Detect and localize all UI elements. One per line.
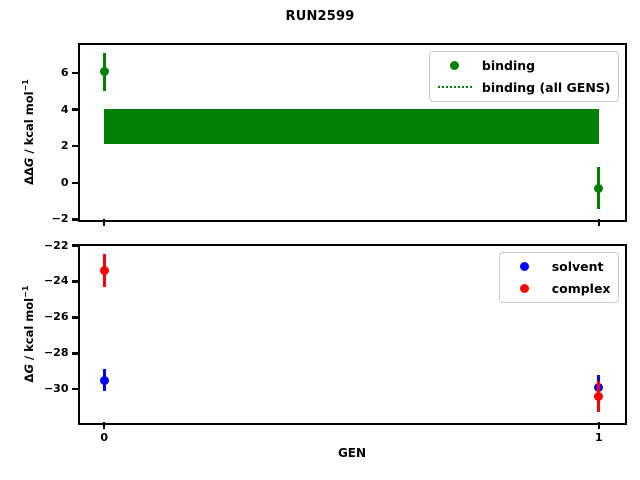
uncertainty-band	[104, 108, 599, 145]
legend-marker-area	[507, 261, 543, 271]
y-tick-label: −26	[43, 310, 69, 324]
legend-item-complex: complex	[507, 280, 611, 297]
legend-item-solvent: solvent	[507, 258, 611, 275]
legend-label: binding (all GENS)	[481, 79, 611, 95]
figure-title: RUN2599	[285, 9, 355, 24]
legend-marker-area	[437, 86, 473, 88]
solvent-point	[99, 375, 109, 385]
y-tick	[72, 144, 78, 148]
y-tick	[72, 218, 78, 221]
x-axis-label: GEN	[337, 446, 367, 460]
top-ylabel-exponent: −1	[21, 79, 30, 92]
x-tick-label: 1	[594, 431, 603, 444]
y-tick-label: 6	[60, 65, 69, 79]
y-tick-label: −24	[43, 274, 69, 288]
x-tick-label: 0	[100, 431, 109, 444]
bottom-y-axis-label: ΔG / kcal mol−1	[18, 234, 36, 434]
y-tick	[72, 181, 78, 185]
y-tick	[72, 316, 78, 319]
legend-item-binding: binding	[437, 57, 611, 74]
y-tick-label: −22	[43, 238, 69, 252]
absolute-dg-panel: −22 −24 −26 −28 −30 0 1 solvent complex	[44, 239, 627, 444]
y-tick-label: −30	[43, 382, 69, 396]
x-tick	[102, 421, 106, 429]
y-tick-label: 0	[60, 175, 69, 189]
legend-item-binding-all-gens: binding (all GENS)	[437, 79, 611, 96]
top-ylabel-symbol: G	[21, 157, 36, 168]
legend-label: complex	[551, 280, 611, 296]
binding-ddg-panel: 6 4 2 0 −2 binding binding (all GENS)	[52, 42, 627, 226]
binding-dot-icon	[450, 60, 460, 70]
y-tick	[72, 71, 78, 75]
legend-label: binding	[481, 57, 536, 73]
x-tick	[597, 421, 601, 429]
x-tick	[102, 218, 106, 226]
complex-point	[99, 266, 109, 276]
y-tick	[72, 352, 78, 355]
y-tick-label: −2	[51, 212, 69, 226]
solvent-dot-icon	[520, 261, 530, 271]
y-tick	[72, 108, 78, 111]
binding-point	[99, 67, 109, 77]
legend-marker-area	[507, 283, 543, 293]
y-tick-label: 2	[60, 139, 69, 153]
y-tick	[72, 387, 78, 391]
y-tick	[72, 280, 78, 283]
bottom-ylabel-symbol: G	[21, 364, 36, 374]
x-tick	[597, 218, 601, 226]
complex-dot-icon	[520, 283, 530, 293]
complex-point	[594, 391, 604, 401]
binding-all-gens-dotted-line-icon	[437, 86, 472, 88]
y-tick-label: −28	[43, 346, 69, 360]
legend: solvent complex	[498, 251, 619, 303]
binding-point	[594, 183, 604, 193]
y-tick-label: 4	[60, 102, 69, 116]
legend-marker-area	[437, 60, 473, 70]
legend: binding binding (all GENS)	[428, 50, 619, 102]
y-tick	[72, 244, 78, 247]
top-y-axis-label: ΔΔG / kcal mol−1	[18, 32, 36, 232]
legend-label: solvent	[551, 258, 604, 274]
